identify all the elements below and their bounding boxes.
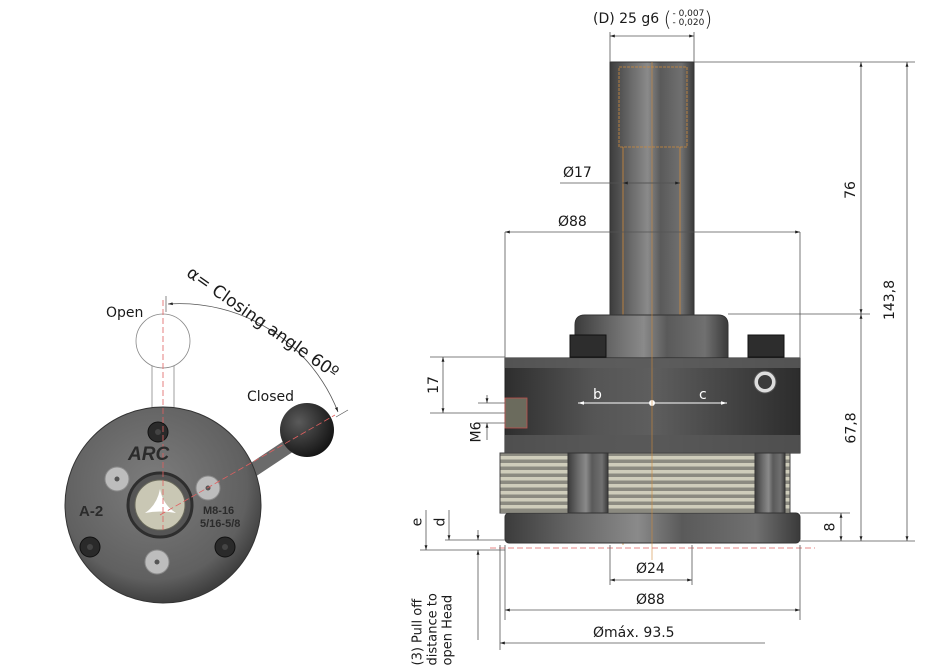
pull-off-line-2: distance to — [425, 593, 441, 666]
chaser-slot-2 — [754, 452, 786, 514]
dim-h143: 143,8 — [882, 279, 899, 321]
threaded-chasers — [499, 452, 791, 514]
head-range-inch: 5/16-5/8 — [200, 518, 241, 530]
right-view-side — [490, 61, 815, 560]
head-range-metric: M8-16 — [203, 505, 235, 517]
brand-logo: ARC — [128, 444, 170, 465]
dim-c: c — [699, 387, 707, 403]
dim-d: d — [432, 517, 449, 527]
dim-h17: 17 — [425, 376, 442, 394]
shank-tol-lower: - 0,020 — [672, 18, 705, 28]
head-size-code: A-2 — [79, 503, 104, 520]
closed-lever-knob — [280, 403, 334, 457]
dim-d88-bottom: Ø88 — [636, 592, 665, 608]
dim-h67: 67,8 — [843, 412, 860, 444]
shank-bore-hidden — [618, 66, 688, 148]
chaser-opening — [145, 489, 176, 513]
dim-d17: Ø17 — [563, 165, 592, 181]
left-view-head-face — [64, 296, 349, 604]
nut-right — [747, 334, 785, 358]
pull-off-line-3: open Head — [440, 594, 456, 666]
dim-e: e — [409, 517, 426, 527]
lever-centerline — [159, 414, 336, 516]
collar — [574, 314, 729, 361]
dim-d88-top: Ø88 — [558, 214, 587, 230]
shank-dim-prefix: (D) 25 g6 — [593, 11, 660, 27]
label-open: Open — [106, 305, 144, 321]
technical-drawing — [64, 32, 915, 650]
dim-m6: M6 — [468, 421, 485, 443]
dim-b: b — [593, 387, 602, 403]
dim-h8: 8 — [822, 522, 839, 532]
dim-shank-diameter: (D) 25 g6 (- 0,007- 0,020) — [593, 7, 713, 31]
label-closed: Closed — [247, 389, 295, 405]
dim-dmax: Ømáx. 93.5 — [593, 625, 675, 641]
dim-h76: 76 — [842, 181, 859, 199]
shank-tol-upper: - 0,007 — [672, 9, 705, 19]
m6-tapped-hole — [504, 397, 528, 429]
dimension-lines — [420, 32, 915, 650]
closing-angle-arc — [167, 302, 339, 413]
pull-off-line-1: (3) Pull off — [410, 598, 426, 666]
nut-left — [569, 334, 607, 358]
dim-d24: Ø24 — [636, 561, 665, 577]
base-ring — [504, 512, 801, 544]
chaser-slot-1 — [567, 452, 609, 514]
pull-off-note: (3) Pull off distance to open Head — [410, 556, 456, 666]
